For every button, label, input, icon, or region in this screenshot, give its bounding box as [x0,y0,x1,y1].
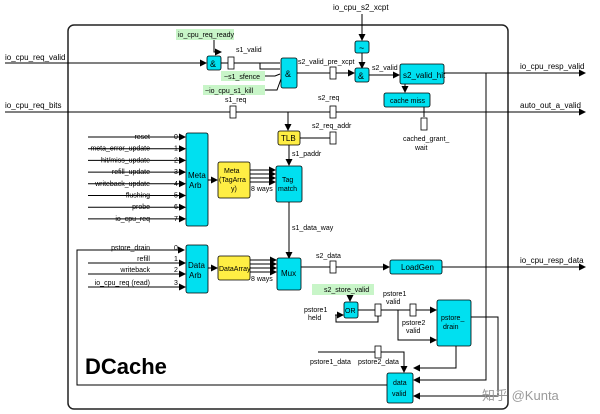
not-gate-symbol: ~ [359,43,364,53]
mux-block [276,257,302,291]
tag-match-block [275,165,303,203]
pstore-drain-block [436,299,472,347]
s1-sfence-label: ~s1_sfence [224,74,260,81]
cache-miss-label: cache miss [390,98,426,105]
and-gate-3-symbol: & [358,71,364,81]
pstore1-data-label: pstore1_data [310,359,351,366]
s1-paddr-label: s1_paddr [292,151,322,158]
dcache-boundary [67,24,509,410]
pstore1-data-register [374,345,382,359]
req-valid-label: io_cpu_req_valid [5,53,66,62]
data-input-port: 1 [174,256,178,263]
s1-sfence-tag [221,71,265,81]
s2-valid-pre-xcpt-label: s2_valid_pre_xcpt [298,59,354,66]
s1-valid-label: s1_valid [236,47,262,54]
s2-xcpt-label: io_cpu_s2_xcpt [333,3,389,12]
mux-label: Mux [281,269,296,278]
data-input-port: 3 [174,280,178,287]
data-arb-block [185,244,209,294]
loadgen-label: LoadGen [401,263,434,272]
meta-tagarray-block [217,161,251,199]
s1-req-label: s1_req [225,97,247,104]
req-ready-tag [176,29,234,40]
meta-ways-label: 8 ways [251,186,273,193]
resp-valid-label: io_cpu_resp_valid [520,62,585,71]
zhihu-watermark: 知乎 @Kunta [482,388,560,403]
s2-store-valid-label: s2_store_valid [324,287,369,294]
req-bits-label: io_cpu_req_bits [5,101,61,110]
resp-data-label: io_cpu_resp_data [520,256,584,265]
meta-arb-inputs: reset0meta_error_update1hit/miss_update2… [88,133,186,223]
s2-req-addr-register [329,131,337,145]
data-valid-block [386,372,414,404]
s2-valid-hit-block [399,63,445,85]
cached-grant-wait-label: cached_grant_wait [403,136,449,152]
pstore-drain-label: pstore_drain [441,315,464,331]
cache-miss-block [383,92,431,108]
and-gate-2-symbol: & [285,69,291,79]
pstore2-valid-register [409,303,417,317]
s1-kill-tag [203,85,265,95]
pstore1-valid-register [374,303,382,317]
s1-kill-label: ~io_cpu_s1_kill [205,88,254,95]
s2-store-valid-tag [312,284,374,295]
pstore2-data-label: pstore2_data [358,359,399,366]
s2-valid-hit-label: s2_valid_hit [403,71,446,80]
s2-data-register [329,260,337,274]
tlb-label: TLB [281,134,296,143]
req-ready-label: io_cpu_req_ready [178,32,235,39]
data-ways-label: 8 ways [251,276,273,283]
s2-req-register [329,105,337,119]
dataarray-label: DataArray [219,266,251,273]
cached-grant-wait-register [420,117,428,131]
s1-req-register [229,105,237,119]
auto-out-a-valid-label: auto_out_a_valid [520,101,581,110]
s2-req-addr-label: s2_req_addr [312,123,352,130]
or-gate-label: OR [345,308,356,315]
data-input-label: pstore_drain [111,245,150,252]
s1-valid-register [227,56,235,70]
data-arb-inputs: pstore_drain 0 refill 1 writeback 2 io_cpu_req… [88,245,186,291]
data-input-label: refill [137,256,150,263]
s2-valid-label: s2_valid [372,65,398,72]
and-gate-1-symbol: & [210,59,216,69]
dcache-title: DCache [85,354,167,379]
s2-valid-pre-xcpt-register [329,66,337,80]
data-input-label: writeback [119,267,150,274]
s2-data-label: s2_data [316,253,341,260]
data-input-port: 2 [174,267,178,274]
s2-req-label: s2_req [318,95,340,102]
data-input-port: 0 [174,245,178,252]
data-input-label: io_cpu_req (read) [95,280,150,287]
s1-data-way-label: s1_data_way [292,225,334,232]
